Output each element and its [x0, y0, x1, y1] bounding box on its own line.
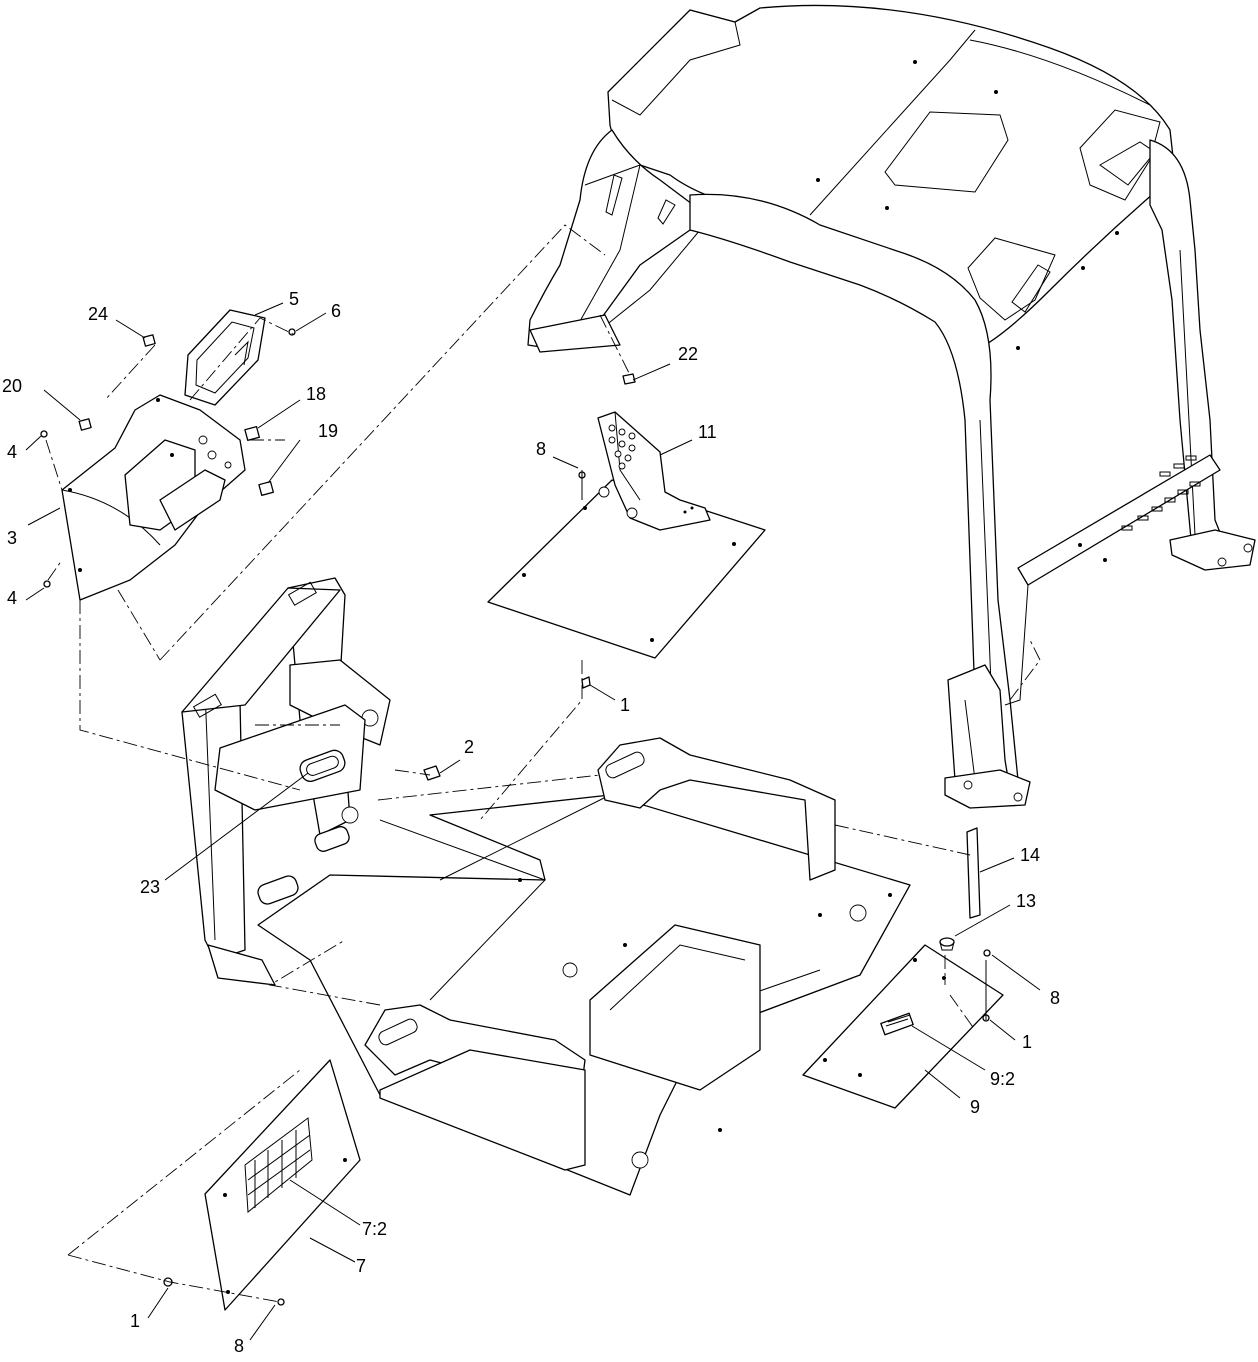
callouts: 24 5 6 20 18 4 19 3 4 22 8 11 1 2 23 14 … — [2, 289, 1060, 1356]
side-panel-9 — [802, 944, 1004, 1109]
callout-19: 19 — [318, 421, 338, 441]
post-14 — [966, 827, 981, 919]
console-housing — [61, 394, 246, 601]
door-panel-7 — [163, 1059, 361, 1311]
callout-14: 14 — [1020, 845, 1040, 865]
callout-8-right: 8 — [1050, 988, 1060, 1008]
callout-8-bottom: 8 — [234, 1336, 244, 1356]
callout-11: 11 — [698, 422, 717, 442]
callout-7-2: 7:2 — [362, 1219, 387, 1239]
main-frame — [181, 577, 911, 1196]
callout-24: 24 — [88, 304, 108, 324]
pedal-assembly-11 — [597, 411, 711, 531]
callout-1-door: 1 — [130, 1311, 140, 1331]
alignment-lines — [45, 224, 1041, 1303]
instrument-plate-5 — [184, 309, 266, 406]
callout-18: 18 — [306, 384, 326, 404]
callout-5: 5 — [289, 289, 299, 309]
callout-23: 23 — [140, 877, 160, 897]
leader-lines — [25, 302, 1041, 1341]
callout-22: 22 — [678, 344, 698, 364]
callout-7: 7 — [356, 1256, 366, 1276]
callout-2: 2 — [464, 737, 474, 757]
callout-9: 9 — [970, 1097, 980, 1117]
callout-1-right: 1 — [1022, 1032, 1032, 1052]
knob-13 — [939, 937, 991, 957]
callout-4-bottom: 4 — [7, 588, 17, 608]
callout-13: 13 — [1016, 891, 1036, 911]
seat-plate — [487, 470, 766, 659]
callout-6: 6 — [331, 301, 341, 321]
callout-9-2: 9:2 — [990, 1069, 1015, 1089]
callout-8-top: 8 — [536, 439, 546, 459]
callout-1-seat: 1 — [620, 695, 630, 715]
small-parts — [40, 328, 636, 588]
callout-4-top: 4 — [7, 442, 17, 462]
callout-3: 3 — [7, 528, 17, 548]
callout-20: 20 — [2, 376, 22, 396]
roll-bar-canopy — [527, 4, 1256, 809]
